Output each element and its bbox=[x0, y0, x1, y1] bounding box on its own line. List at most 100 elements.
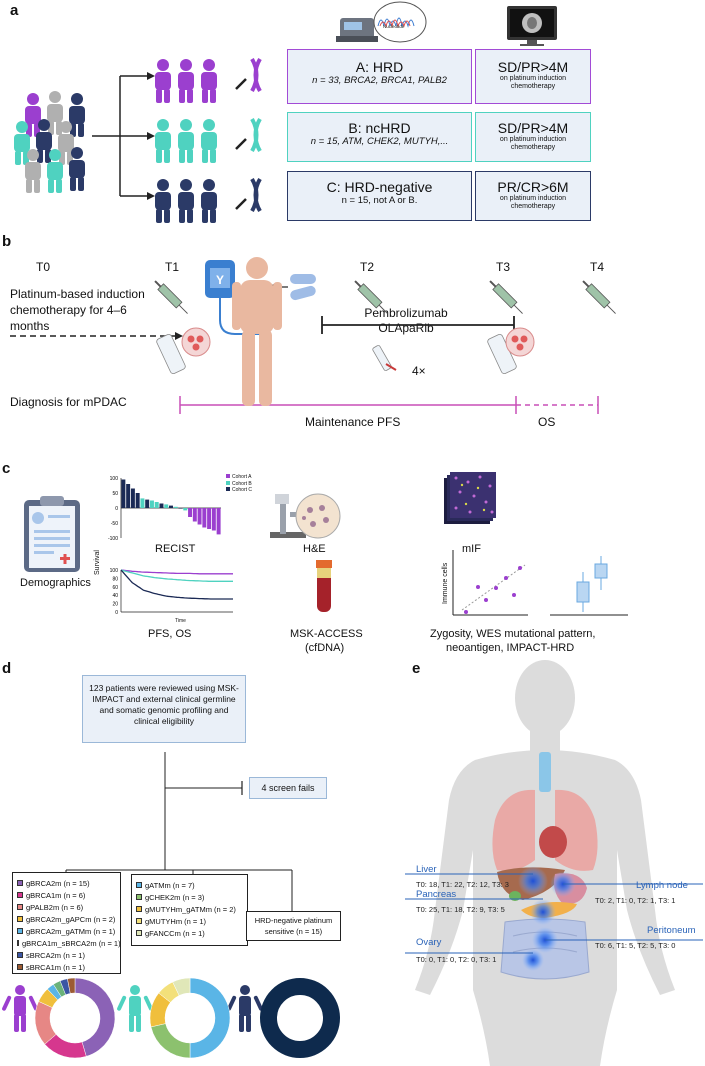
legend-label: gATMm (n = 7) bbox=[145, 880, 195, 890]
recist-bar bbox=[178, 508, 183, 509]
recist-bar bbox=[216, 508, 221, 535]
donut-cohort-c bbox=[260, 978, 340, 1058]
legend-swatch bbox=[17, 880, 23, 886]
panel-label-c: c bbox=[2, 460, 11, 477]
legend-label: gBRCA1m_sBRCA2m (n = 1) bbox=[22, 938, 121, 948]
legend-swatch bbox=[17, 928, 23, 934]
recist-tick-label: -50 bbox=[111, 521, 118, 527]
legend-entry: gBRCA2m_gATMm (n = 1) bbox=[17, 925, 116, 937]
legend-label: gBRCA1m (n = 6) bbox=[26, 890, 86, 900]
cohort-b-response-note: on platinum induction chemotherapy bbox=[499, 136, 567, 151]
legend-entry: sBRCA1m (n = 1) bbox=[17, 961, 116, 973]
legend-swatch bbox=[136, 882, 142, 888]
screen-fails-box: 4 screen fails bbox=[249, 777, 327, 799]
biopsy-t1-icon bbox=[156, 327, 211, 375]
recist-bar bbox=[197, 508, 202, 525]
recist-bar bbox=[202, 508, 207, 528]
legend-label: sBRCA2m (n = 1) bbox=[26, 950, 85, 960]
recist-bar bbox=[126, 484, 131, 508]
cohort-b-detail: n = 15, ATM, CHEK2, MUTYH,... bbox=[310, 136, 449, 147]
recist-bar bbox=[121, 479, 126, 508]
survival-tick-label: 0 bbox=[115, 610, 118, 616]
panel-b-timeline: Y bbox=[10, 257, 616, 414]
cfdna-label: (cfDNA) bbox=[305, 642, 345, 654]
recist-label: RECIST bbox=[155, 543, 196, 555]
survival-tick-label: 60 bbox=[112, 585, 118, 591]
cohort-b-title: B: ncHRD bbox=[348, 120, 411, 136]
legend-label: gFANCCm (n = 1) bbox=[145, 928, 205, 938]
donut-slice bbox=[260, 978, 340, 1058]
cohort-c-box: C: HRD-negative n = 15, not A or B. bbox=[287, 171, 472, 221]
timepoint-t1: T1 bbox=[165, 260, 180, 274]
donut-slice bbox=[150, 1023, 191, 1059]
sequencer-label: Nucleotide bbox=[383, 24, 405, 29]
immune-scatter-plot bbox=[452, 550, 528, 616]
iv-bag-icon: Y bbox=[205, 260, 262, 335]
timepoint-t2: T2 bbox=[360, 260, 375, 274]
blood-tube-icon bbox=[372, 345, 397, 371]
panel-label-d: d bbox=[2, 660, 12, 677]
donut-slice bbox=[189, 977, 231, 1059]
split-arrows bbox=[92, 75, 147, 197]
cohort-b-box: B: ncHRD n = 15, ATM, CHEK2, MUTYH,... bbox=[287, 112, 472, 162]
organ-liver-values: T0: 18, T1: 22, T2: 12, T3: 3 bbox=[416, 880, 509, 889]
timepoint-t3: T3 bbox=[496, 260, 511, 274]
cohort-b-people-icon bbox=[155, 119, 217, 163]
legend-label: gMUTYHm_gATMm (n = 2) bbox=[145, 904, 236, 914]
legend-entry: gBRCA1m_sBRCA2m (n = 1) bbox=[17, 937, 121, 949]
legend-entry: gATMm (n = 7) bbox=[136, 879, 243, 891]
cohort-a-people-icon bbox=[155, 59, 217, 103]
legend-swatch bbox=[17, 940, 19, 946]
donut-slice bbox=[172, 977, 191, 996]
organ-pancreas-values: T0: 25, T1: 18, T2: 9, T3: 5 bbox=[416, 905, 505, 914]
recist-bars bbox=[121, 479, 221, 535]
legend-label: sBRCA1m (n = 1) bbox=[26, 962, 85, 972]
legend-entry: gBRCA2m (n = 15) bbox=[17, 877, 116, 889]
zygosity-label: Zygosity, WES mutational pattern, bbox=[430, 628, 596, 640]
trachea bbox=[539, 752, 551, 792]
cfdna-tube-icon bbox=[316, 560, 332, 612]
repeat-count: 4× bbox=[412, 364, 426, 378]
legend-label: gBRCA2m_gAPCm (n = 2) bbox=[26, 914, 116, 924]
anatomy-graphic bbox=[405, 660, 703, 1066]
sequencer-icon bbox=[336, 1, 427, 43]
mif-label: mIF bbox=[462, 543, 481, 555]
microscope-icon bbox=[270, 493, 341, 539]
legend-entry: sBRCA2m (n = 1) bbox=[17, 949, 116, 961]
recist-tick-label: 100 bbox=[110, 476, 119, 482]
legend-cohort-c-box: HRD-negative platinum sensitive (n = 15) bbox=[246, 911, 341, 941]
donut-slice bbox=[67, 977, 76, 994]
survival-line bbox=[120, 569, 233, 582]
cohort-donuts bbox=[2, 977, 340, 1059]
syringe-t1-icon bbox=[154, 280, 188, 314]
organ-ovary-values: T0: 0, T1: 0, T2: 0, T3: 1 bbox=[416, 955, 497, 964]
cohort-a-person-icon bbox=[2, 985, 38, 1032]
he-label: H&E bbox=[303, 543, 326, 555]
cohort-c-response: PR/CR>6M bbox=[497, 179, 569, 195]
recist-tick-label: 50 bbox=[112, 491, 118, 497]
legend-label: gBRCA2m_gATMm (n = 1) bbox=[26, 926, 116, 936]
recist-bar bbox=[149, 500, 154, 508]
survival-lines bbox=[120, 569, 233, 600]
induction-text: Platinum-based induction chemotherapy fo… bbox=[10, 287, 145, 333]
panel-label-b: b bbox=[2, 233, 12, 250]
legend-swatch-b bbox=[226, 480, 230, 485]
timepoint-t4: T4 bbox=[590, 260, 605, 274]
legend-cohort-b: Cohort B bbox=[232, 480, 252, 487]
heart bbox=[539, 826, 567, 858]
legend-cohort-a-box: gBRCA2m (n = 15)gBRCA1m (n = 6)gPALB2m (… bbox=[12, 872, 121, 974]
cohort-a-response-note: on platinum induction chemotherapy bbox=[499, 75, 567, 90]
cohort-a-response-box: SD/PR>4M on platinum induction chemother… bbox=[475, 49, 591, 104]
cohort-a-box: A: HRD n = 33, BRCA2, BRCA1, PALB2 bbox=[287, 49, 472, 104]
syringe-t2-icon bbox=[354, 280, 388, 314]
diagnosis-text: Diagnosis for mPDAC bbox=[10, 395, 127, 409]
legend-entry: gMUTYHm_gATMm (n = 2) bbox=[136, 903, 243, 915]
panel-a-graphics bbox=[14, 1, 557, 223]
legend-cohort-a: Cohort A bbox=[232, 474, 252, 480]
recist-bar bbox=[164, 504, 169, 508]
cohort-c-response-note: on platinum induction chemotherapy bbox=[499, 195, 567, 210]
legend-swatch-a bbox=[226, 474, 230, 478]
ct-monitor-icon bbox=[507, 6, 557, 46]
